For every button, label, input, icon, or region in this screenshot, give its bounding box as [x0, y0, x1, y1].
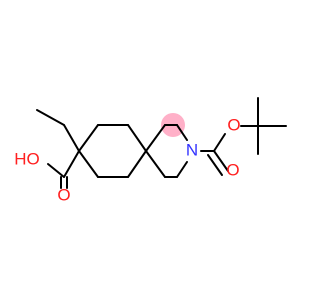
bond-acid-carbon-to-hydroxyl — [47, 163, 65, 178]
nitrogen-atom-label: N — [186, 140, 198, 159]
bond-right-ring-top-to-nitrogen — [176, 124, 188, 141]
bond-left-ring-top-left — [78, 124, 99, 152]
bond-left-ring-bottom-right — [127, 150, 147, 178]
acid-hydroxyl-label: HO — [14, 149, 40, 168]
bond-layer — [36, 97, 287, 189]
canvas-background — [0, 0, 300, 300]
ester-oxygen-label: O — [227, 115, 240, 134]
bond-ethyl-chain — [36, 109, 65, 126]
bond-left-ring-bottom-left — [78, 150, 99, 178]
bond-quaternary-to-ethyl — [63, 124, 80, 152]
bond-boc-carbonyl-double-1 — [213, 150, 229, 172]
molecule-diagram: N O O HO O — [0, 0, 300, 300]
bond-quaternary-to-acid-carbon — [63, 150, 80, 178]
bond-boc-carbonyl-to-ester-oxygen — [213, 133, 226, 152]
bond-right-ring-top-left — [145, 124, 166, 152]
acid-carbonyl-oxygen-label: O — [57, 185, 70, 204]
bond-right-ring-bottom-left — [145, 150, 166, 178]
bond-right-ring-nitrogen-to-bottom — [176, 161, 188, 178]
bond-boc-carbonyl-double-2 — [207, 154, 223, 176]
bond-left-ring-top-right — [127, 124, 147, 152]
boc-carbonyl-oxygen-label: O — [226, 160, 239, 179]
atom-labels: N O O HO O — [14, 115, 240, 204]
